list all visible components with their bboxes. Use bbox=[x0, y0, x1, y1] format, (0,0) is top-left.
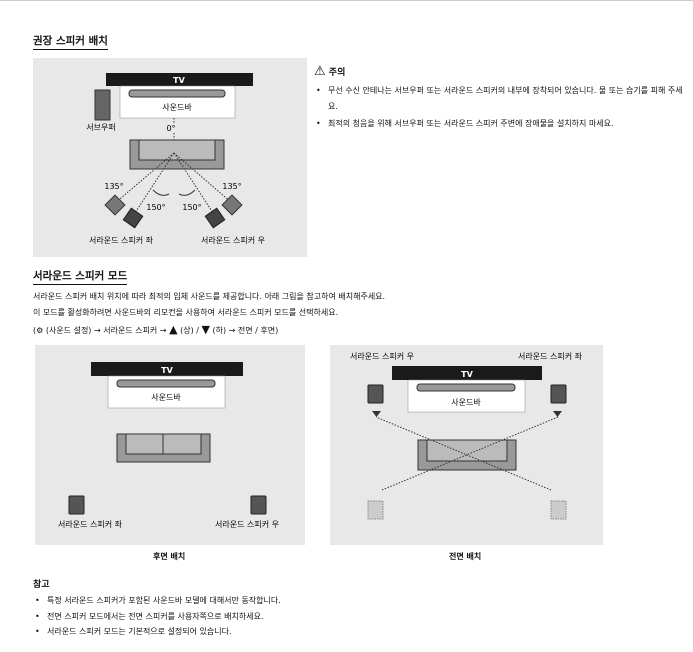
caution-block: ⚠ 주의 무선 수신 안테나는 서브우퍼 또는 서라운드 스피커의 내부에 장착… bbox=[314, 64, 684, 132]
surround-left-speaker bbox=[550, 384, 567, 404]
surround-left-label: 서라운드 스피커 좌 bbox=[89, 236, 154, 245]
surround-left-speaker bbox=[122, 207, 144, 229]
down-triangle-icon: ▼ bbox=[201, 323, 210, 336]
section-title-placement: 권장 스피커 배치 bbox=[33, 33, 108, 50]
gear-icon: ⚙ bbox=[36, 326, 44, 335]
surround-left-label: 서라운드 스피커 좌 bbox=[518, 352, 583, 361]
surround-right-label: 서라운드 스피커 우 bbox=[350, 352, 414, 361]
angle-front: 0° bbox=[166, 124, 175, 133]
tv-label: TV bbox=[161, 366, 173, 375]
rear-caption: 후면 배치 bbox=[153, 552, 186, 561]
tv bbox=[106, 73, 253, 86]
warning-icon: ⚠ bbox=[314, 64, 326, 79]
surround-left-speaker-outer bbox=[104, 194, 126, 216]
placement-diagram: TV 사운드바 서브우퍼 0° 135° 150° 150° 135° 서라운드… bbox=[33, 58, 307, 257]
soundbar bbox=[128, 89, 226, 98]
angle-right-inner: 150° bbox=[182, 203, 201, 212]
surround-right-speaker bbox=[367, 384, 384, 404]
angle-left-outer: 135° bbox=[104, 182, 123, 191]
caution-title: 주의 bbox=[328, 68, 346, 78]
notes-title: 참고 bbox=[33, 580, 50, 590]
front-placement-diagram: 서라운드 스피커 우 서라운드 스피커 좌 TV 사운드바 bbox=[330, 345, 603, 545]
rear-speaker-ghost bbox=[550, 500, 567, 520]
note-item: 특정 서라운드 스피커가 포함된 사운드바 모델에 대해서만 동작합니다. bbox=[33, 593, 281, 609]
tv-label: TV bbox=[461, 370, 473, 379]
surround-right-speaker bbox=[204, 207, 226, 229]
angle-right-outer: 135° bbox=[222, 182, 241, 191]
note-item: 전면 스피커 모드에서는 전면 스피커를 사용자쪽으로 배치하세요. bbox=[33, 609, 281, 625]
soundbar-label: 사운드바 bbox=[451, 397, 481, 407]
tv-label: TV bbox=[173, 76, 185, 85]
caution-item: 최적의 청음을 위해 서브우퍼 또는 서라운드 스피커 주변에 장애물을 설치하… bbox=[314, 116, 684, 132]
soundbar-label: 사운드바 bbox=[151, 392, 181, 402]
caution-item: 무선 수신 안테나는 서브우퍼 또는 서라운드 스피커의 내부에 장착되어 있습… bbox=[314, 83, 684, 114]
section-title-surround-mode: 서라운드 스피커 모드 bbox=[33, 268, 128, 285]
subwoofer bbox=[94, 89, 111, 121]
settings-path: (⚙ (사운드 설정) → 서라운드 스피커 → ▲ (상) / ▼ (하) →… bbox=[33, 323, 279, 336]
top-divider bbox=[0, 0, 693, 1]
surround-right-speaker bbox=[250, 495, 267, 515]
surround-right-label: 서라운드 스피커 우 bbox=[201, 236, 265, 245]
surround-left-speaker bbox=[68, 495, 85, 515]
description-line: 서라운드 스피커 배치 위치에 따라 최적의 입체 사운드를 제공합니다. 아래… bbox=[33, 292, 386, 301]
note-item: 서라운드 스피커 모드는 기본적으로 설정되어 있습니다. bbox=[33, 624, 281, 640]
soundbar bbox=[116, 379, 216, 388]
surround-left-label: 서라운드 스피커 좌 bbox=[58, 520, 123, 529]
soundbar bbox=[416, 383, 516, 392]
rear-placement-diagram: TV 사운드바 서라운드 스피커 좌 서라운드 스피커 우 bbox=[35, 345, 305, 545]
surround-right-speaker-outer bbox=[221, 194, 243, 216]
surround-right-label: 서라운드 스피커 우 bbox=[215, 520, 279, 529]
subwoofer-label: 서브우퍼 bbox=[86, 123, 115, 132]
angle-left-inner: 150° bbox=[146, 203, 165, 212]
rear-speaker-ghost bbox=[367, 500, 384, 520]
soundbar-label: 사운드바 bbox=[162, 102, 192, 112]
up-triangle-icon: ▲ bbox=[169, 323, 178, 336]
description-line: 이 모드를 활성화하려면 사운드바의 리모컨을 사용하여 서라운드 스피커 모드… bbox=[33, 308, 339, 317]
front-caption: 전면 배치 bbox=[449, 552, 482, 561]
